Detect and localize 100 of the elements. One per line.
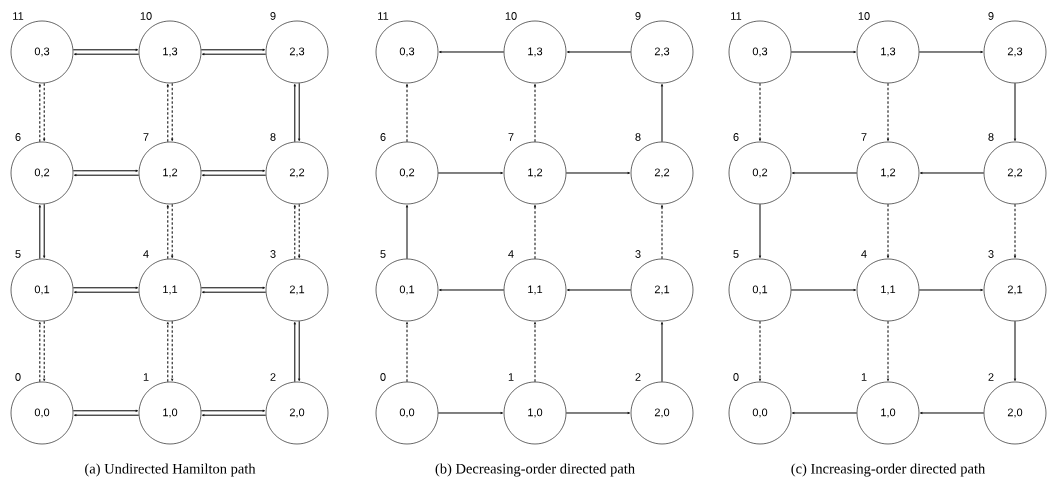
circle-node: 1,3 — [856, 20, 920, 84]
circle-node: 0,1 — [375, 258, 439, 322]
node-number: 9 — [270, 12, 276, 20]
node-number: 4 — [861, 250, 867, 258]
arrow — [166, 83, 169, 143]
circle-node: 2,1 — [265, 258, 329, 322]
arrow — [566, 288, 632, 292]
circle-node: 0,2 — [728, 141, 792, 205]
circle-node: 0,3 — [375, 20, 439, 84]
circle-node: 1,0 — [856, 381, 920, 445]
arrow — [660, 83, 664, 143]
node-number: 0 — [380, 373, 386, 381]
node-number: 5 — [15, 250, 21, 258]
arrow — [43, 203, 46, 259]
arrow — [660, 204, 664, 260]
node-number: 2 — [635, 373, 641, 381]
node-number: 7 — [861, 133, 867, 141]
arrow — [758, 320, 762, 382]
arrow — [919, 171, 985, 175]
node-number: 10 — [505, 12, 517, 20]
arrow — [405, 83, 409, 143]
caption: (b) Decreasing-order directed path — [435, 463, 635, 477]
node-number: 0 — [15, 373, 21, 381]
circle-node: 0,0 — [10, 381, 74, 445]
arrow — [72, 409, 139, 412]
arrow — [533, 204, 537, 260]
circle-node: 1,1 — [856, 258, 920, 322]
arrow — [886, 320, 890, 382]
arrow — [293, 321, 296, 383]
arrow — [38, 321, 41, 383]
node-number: 1 — [508, 373, 514, 381]
node-number: 3 — [635, 250, 641, 258]
arrow — [72, 48, 139, 51]
circle-node: 2,2 — [983, 141, 1047, 205]
node-number: 3 — [988, 250, 994, 258]
arrow — [298, 82, 301, 142]
arrow — [919, 411, 985, 415]
circle-node: 2,1 — [630, 258, 694, 322]
arrow — [38, 204, 41, 260]
node-number: 5 — [380, 250, 386, 258]
arrow — [171, 82, 174, 142]
arrow — [437, 171, 504, 175]
circle-node: 0,1 — [728, 258, 792, 322]
node-number: 11 — [13, 12, 24, 20]
circle-node: 2,1 — [983, 258, 1047, 322]
circle-node: 1,3 — [138, 20, 202, 84]
node-number: 10 — [140, 12, 152, 20]
arrow — [438, 50, 505, 54]
arrow — [200, 48, 266, 51]
arrow — [437, 411, 504, 415]
node-number: 4 — [143, 250, 149, 258]
arrow — [918, 288, 984, 292]
node-number: 0 — [733, 373, 739, 381]
circle-node: 1,1 — [138, 258, 202, 322]
arrow — [565, 171, 631, 175]
circle-node: 0,0 — [375, 381, 439, 445]
arrow — [73, 53, 140, 56]
arrow — [43, 320, 46, 382]
circle-node: 1,0 — [503, 381, 567, 445]
node-number: 10 — [858, 12, 870, 20]
arrow — [201, 174, 267, 177]
arrow — [566, 50, 632, 54]
arrow — [533, 83, 537, 143]
arrow — [790, 288, 857, 292]
node-number: 7 — [143, 133, 149, 141]
node-number: 8 — [988, 133, 994, 141]
arrow — [72, 286, 139, 289]
node-number: 8 — [270, 133, 276, 141]
arrow — [438, 288, 505, 292]
arrow — [405, 321, 409, 383]
arrow — [298, 203, 301, 259]
arrow — [43, 82, 46, 142]
circle-node: 2,0 — [630, 381, 694, 445]
node-number: 2 — [988, 373, 994, 381]
arrow — [73, 174, 140, 177]
arrow — [166, 321, 169, 383]
arrow — [886, 82, 890, 142]
arrow — [200, 409, 266, 412]
arrow — [38, 83, 41, 143]
circle-node: 1,0 — [138, 381, 202, 445]
arrow — [166, 204, 169, 260]
arrow — [200, 169, 266, 172]
circle-node: 1,3 — [503, 20, 567, 84]
arrow — [533, 321, 537, 383]
arrow — [293, 83, 296, 143]
arrow — [1013, 82, 1017, 142]
circle-node: 1,2 — [856, 141, 920, 205]
circle-node: 2,3 — [983, 20, 1047, 84]
arrow — [200, 286, 266, 289]
node-number: 9 — [988, 12, 994, 20]
node-number: 6 — [15, 133, 21, 141]
node-number: 4 — [508, 250, 514, 258]
arrow — [405, 204, 409, 260]
node-number: 3 — [270, 250, 276, 258]
arrow — [791, 171, 858, 175]
node-number: 6 — [380, 133, 386, 141]
arrow — [171, 320, 174, 382]
node-number: 9 — [635, 12, 641, 20]
arrow — [660, 321, 664, 383]
arrow — [201, 414, 267, 417]
